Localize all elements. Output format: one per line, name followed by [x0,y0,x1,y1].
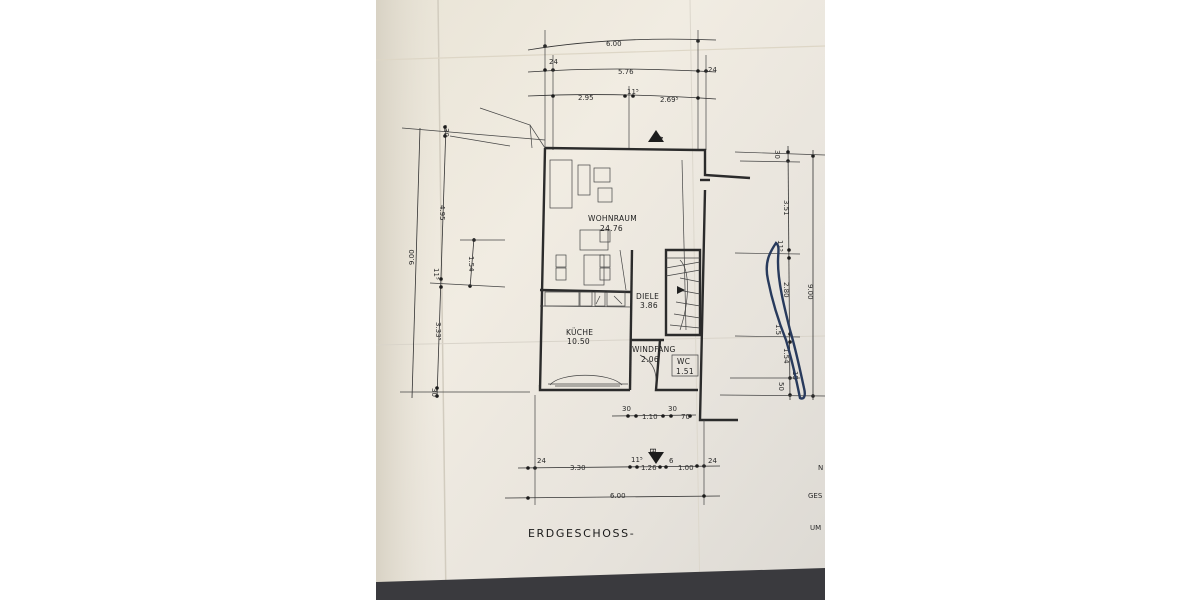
dim-top-left: 2.95 [578,94,594,102]
staircase [664,248,702,337]
floor-plan: A B [479,107,751,464]
dim-right-pier: 11⁵ [776,240,784,252]
room-diele-name: DIELE [636,292,659,301]
dim-left-upper: 4.95 [438,205,446,221]
dim-left-lower: 3.33⁵ [434,322,442,341]
fold-line [375,335,826,346]
table-shadow [376,568,825,600]
room-wc-area: 1.51 [676,367,694,376]
paper-shade [376,0,446,600]
section-marker-b: B [648,448,664,464]
dim-right-wall-top: 30 [773,150,781,159]
dim-left-total: 9.00 [408,249,416,265]
dim-bottom-1a: 30 [622,405,631,413]
room-labels: WOHNRAUM 24.76 DIELE 3.86 KÜCHE 10.50 WI… [566,214,694,376]
dim-left-partial: 1.54 [467,256,475,272]
dim-bottom-total: 6.00 [610,492,626,500]
svg-text:A: A [655,135,664,141]
room-windfang-name: WINDFANG [632,345,676,354]
pen-scribble [765,241,806,400]
dim-left-pier: 11⁵ [432,268,440,280]
room-diele-area: 3.86 [640,301,658,310]
dim-left-wall-bottom: 30 [430,388,438,397]
dim-right-lower: 1.54 [782,348,790,364]
dim-left-wall-top: 30 [442,128,450,137]
dim-right-wall-bottom: 50 [777,382,785,391]
room-kueche-area: 10.50 [567,337,590,346]
drawing-caption: ERDGESCHOSS- [528,527,635,540]
dim-top-right: 2.69⁵ [660,96,679,104]
dim-bottom-1d: 70 [681,413,690,421]
dim-bottom-2a: 24 [537,457,546,465]
svg-text:N: N [818,464,823,472]
section-marker-a: A [648,130,664,142]
room-wc-name: WC [677,357,690,366]
paper-sheet [376,0,825,600]
svg-text:B: B [648,448,657,453]
fold-line [437,0,447,600]
left-dimensions: 30 4.95 9.00 1.54 11⁵ 3.33⁵ 30 [400,124,546,399]
bottom-dimensions: 30 1.10 30 70 24 3.30 11⁵ 1.26 6 1.00 24… [504,395,721,505]
dim-bottom-1b: 1.10 [642,413,658,421]
dim-right-middle: 2.80 [782,282,790,298]
dim-top-wall-left: 24 [549,58,558,66]
living-furniture [549,159,627,291]
dim-bottom-2d: 1.26 [641,464,657,472]
svg-text:GES: GES [808,492,823,500]
dim-bottom-2g: 24 [708,457,717,465]
fold-line [689,0,701,600]
kitchen-units [544,291,626,307]
edge-fragments: N GES UM [808,464,823,532]
fold-line [375,45,826,61]
dim-right-total: 9.00 [806,284,814,300]
dim-right-upper: 3.51 [782,200,790,216]
dim-bottom-2b: 3.30 [570,464,586,472]
svg-text:UM: UM [810,524,821,532]
room-kueche-name: KÜCHE [566,328,593,337]
dim-top-pier: 11⁵ [627,88,639,96]
room-wohnraum-name: WOHNRAUM [588,214,637,223]
dim-top-total: 6.00 [606,40,622,48]
dim-top-wall-right: 24 [708,66,717,74]
room-wohnraum-area: 24.76 [600,224,623,233]
dim-right-pier2: 1.5 [774,324,782,335]
dim-bottom-2e: 6 [669,457,674,465]
right-dimensions: 30 3.51 11⁵ 2.80 9.00 1.5 1.54 15 50 [719,145,826,401]
top-dimensions: 6.00 24 5.76 24 2.95 11⁵ 2.69⁵ [527,30,717,150]
dim-top-inner: 5.76 [618,68,634,76]
room-windfang-area: 2.06 [641,355,659,364]
dim-bottom-2c: 11⁵ [631,456,643,464]
dim-bottom-2f: 1.00 [678,464,694,472]
dim-bottom-1c: 30 [668,405,677,413]
